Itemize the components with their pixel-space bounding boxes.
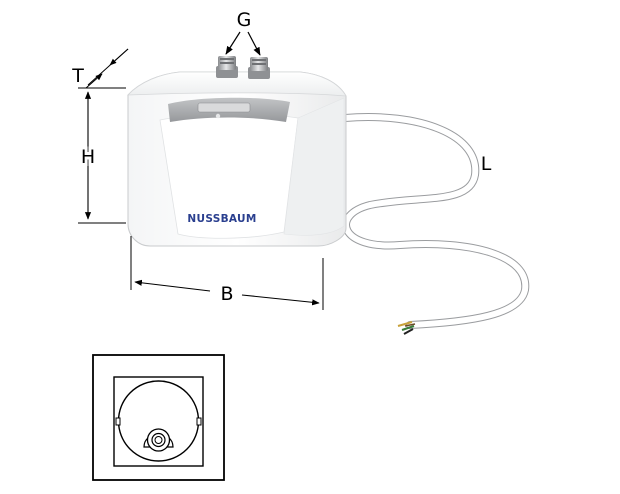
thickness-arrow-upper [109, 48, 129, 66]
water-heater-unit [127, 71, 347, 247]
width-label: B [220, 283, 233, 305]
inner-frame [113, 376, 204, 467]
outlet-outer-ring [146, 428, 171, 452]
bottom-view-drawing [92, 354, 225, 481]
connection-label: G [237, 9, 252, 31]
tab-left [115, 417, 121, 426]
brand-label: NUSSBAUM [187, 213, 256, 225]
water-connection-right [248, 57, 270, 79]
connection-arrow-right [247, 31, 261, 56]
tab-right [196, 417, 202, 426]
water-connection-left [216, 56, 238, 78]
outlet-inner-ring [151, 432, 166, 448]
power-cable [341, 113, 530, 329]
thickness-label: T [71, 65, 84, 87]
length-label: L [481, 153, 492, 175]
height-label: H [81, 146, 95, 168]
connection-arrow-left [225, 31, 241, 55]
width-dimension-line-right [241, 294, 320, 306]
thickness-arrow-lower [85, 73, 103, 89]
width-dimension-line-left [134, 279, 211, 292]
outer-frame [92, 354, 225, 481]
outlet-hole [154, 436, 163, 444]
cable-wires [397, 321, 416, 335]
